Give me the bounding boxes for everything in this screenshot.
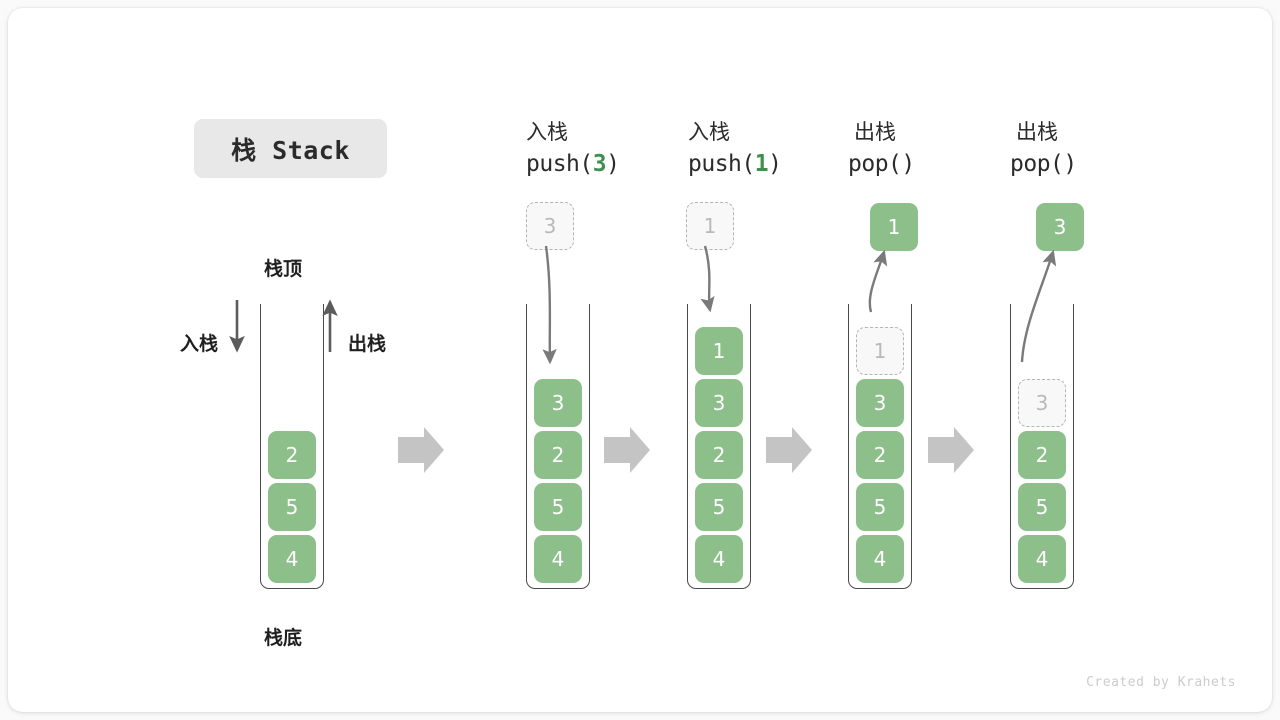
- stack-frame-pop-3: [1010, 304, 1074, 589]
- code-arg: 1: [754, 151, 769, 177]
- page-title: 栈 Stack: [231, 135, 350, 165]
- stage-head-cn-push-3: 入栈: [526, 120, 568, 144]
- stage-head-cn-pop-1: 出栈: [854, 120, 896, 144]
- stack-element-push-3-2: 5: [534, 483, 582, 531]
- stack-frame-initial: [260, 304, 324, 589]
- stack-element-initial-1: 5: [268, 483, 316, 531]
- code-prefix: push(: [526, 151, 593, 177]
- stack-element-pop-3-0: 3: [1018, 379, 1066, 427]
- stack-element-push-1-2: 2: [695, 431, 743, 479]
- code-prefix: push(: [688, 151, 755, 177]
- stack-element-push-1-1: 3: [695, 379, 743, 427]
- push-direction-label: 入栈: [180, 333, 219, 355]
- stack-element-pop-1-2: 2: [856, 431, 904, 479]
- code-prefix: pop(: [848, 151, 902, 177]
- stack-element-push-3-1: 2: [534, 431, 582, 479]
- stack-element-pop-3-1: 2: [1018, 431, 1066, 479]
- stack-element-pop-1-3: 5: [856, 483, 904, 531]
- stack-element-pop-3-3: 4: [1018, 535, 1066, 583]
- stack-element-pop-1-0: 1: [856, 327, 904, 375]
- stack-element-pop-1-1: 3: [856, 379, 904, 427]
- stack-element-initial-0: 2: [268, 431, 316, 479]
- stack-element-push-1-3: 5: [695, 483, 743, 531]
- stage-head-code-push-3: push(3): [526, 151, 620, 177]
- stage-head-code-pop-3: pop(): [1010, 151, 1077, 177]
- stack-frame-pop-1: [848, 304, 912, 589]
- floating-element-pop-3: 3: [1036, 203, 1084, 251]
- diagram-title-chip: 栈 Stack: [194, 119, 387, 178]
- stage-head-cn-push-1: 入栈: [688, 120, 730, 144]
- stage-head-code-push-1: push(1): [688, 151, 782, 177]
- diagram-card: 栈 Stack 栈顶 栈底 入栈 出栈 入栈 push(3) 入栈 push(1…: [8, 8, 1272, 712]
- stack-bottom-label: 栈底: [264, 627, 303, 649]
- stack-element-pop-1-4: 4: [856, 535, 904, 583]
- stage-head-cn-pop-3: 出栈: [1016, 120, 1058, 144]
- stack-element-push-1-4: 4: [695, 535, 743, 583]
- stage-head-code-pop-1: pop(): [848, 151, 915, 177]
- floating-element-pop-1: 1: [870, 203, 918, 251]
- code-suffix: ): [1063, 151, 1077, 177]
- stack-element-push-3-0: 3: [534, 379, 582, 427]
- code-suffix: ): [901, 151, 915, 177]
- stack-frame-push-1: [687, 304, 751, 589]
- stack-element-push-3-3: 4: [534, 535, 582, 583]
- floating-element-push-3: 3: [526, 202, 574, 250]
- code-arg: 3: [592, 151, 607, 177]
- code-suffix: ): [606, 151, 620, 177]
- code-suffix: ): [768, 151, 782, 177]
- stack-element-push-1-0: 1: [695, 327, 743, 375]
- stack-element-pop-3-2: 5: [1018, 483, 1066, 531]
- stack-frame-push-3: [526, 304, 590, 589]
- floating-element-push-1: 1: [686, 202, 734, 250]
- credit-label: Created by Krahets: [1086, 675, 1236, 690]
- stack-top-label: 栈顶: [264, 258, 303, 280]
- pop-direction-label: 出栈: [348, 333, 387, 355]
- stack-element-initial-2: 4: [268, 535, 316, 583]
- code-prefix: pop(: [1010, 151, 1064, 177]
